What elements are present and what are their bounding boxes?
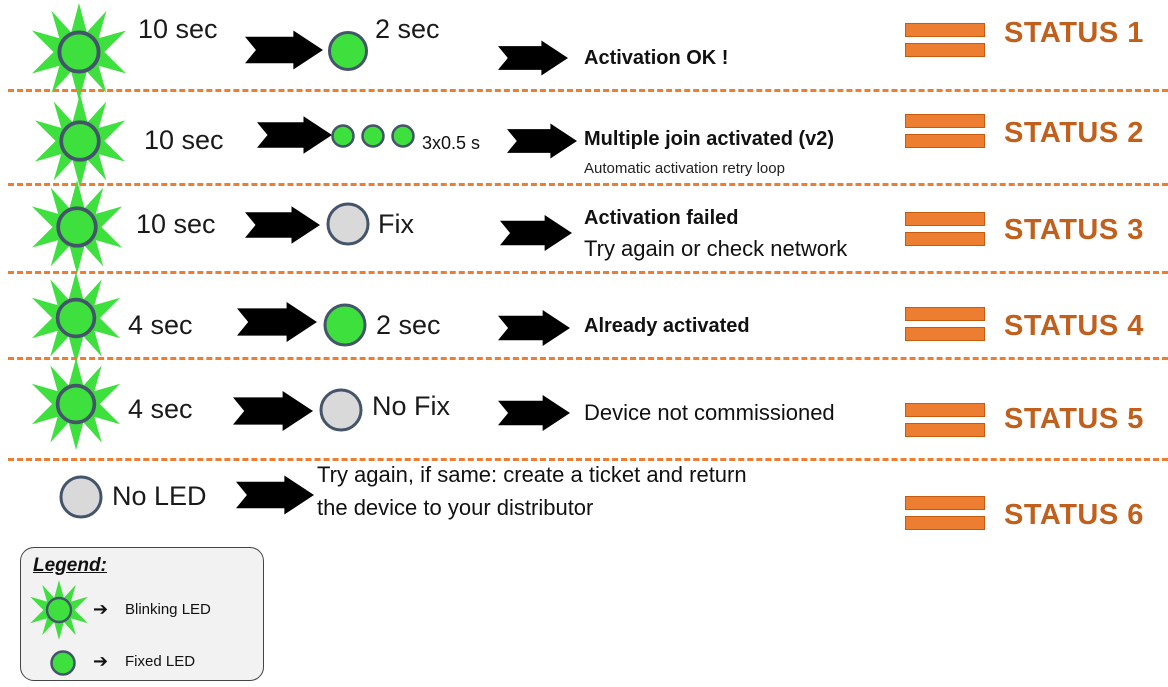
triple-led-icon	[331, 124, 415, 148]
status-message: Device not commissioned	[584, 400, 835, 425]
status-label: STATUS 4	[1004, 310, 1144, 342]
fixed-led-icon	[50, 650, 76, 676]
arrow-icon	[507, 122, 577, 160]
status-row-6: No LED Try again, if same: create a tick…	[0, 459, 1168, 549]
status-submessage: Try again or check network	[584, 236, 848, 261]
status-bar-icon	[905, 307, 985, 349]
row-divider	[8, 89, 1168, 92]
status-label: STATUS 2	[1004, 117, 1144, 149]
arrow-icon	[245, 206, 320, 244]
status-submessage: Automatic activation retry loop	[584, 160, 785, 177]
status-row-1: 10 sec 2 sec Activation OK ! STATUS 1	[0, 0, 1168, 90]
status-submessage: the device to your distributor	[317, 495, 594, 520]
arrow-icon	[498, 394, 570, 432]
arrow-icon	[500, 214, 572, 252]
row-divider	[8, 458, 1168, 461]
legend-title: Legend:	[33, 555, 107, 576]
arrow-icon	[498, 40, 568, 76]
fixed-led-icon	[323, 303, 367, 347]
status-bar-icon	[905, 403, 985, 445]
status-label: STATUS 3	[1004, 214, 1144, 246]
legend-fixed-label: Fixed LED	[125, 653, 196, 670]
arrow-right-icon: ➔	[93, 599, 109, 619]
row-divider	[8, 271, 1168, 274]
blinking-led-icon	[30, 358, 122, 450]
status-bar-icon	[905, 23, 985, 65]
arrow-right-icon: ➔	[93, 651, 109, 671]
blinking-led-icon	[30, 272, 122, 364]
status-message: Activation failed	[584, 207, 739, 229]
fixed-duration: 2 sec	[375, 14, 440, 44]
off-led-icon	[319, 388, 363, 432]
arrow-icon	[245, 30, 323, 70]
blink-duration: 4 sec	[128, 310, 193, 340]
blinking-led-icon	[30, 3, 128, 101]
arrow-icon	[257, 116, 332, 154]
fixed-led-icon	[328, 31, 368, 71]
status-label: STATUS 5	[1004, 403, 1144, 435]
arrow-icon	[233, 391, 313, 431]
status-bar-icon	[905, 114, 985, 156]
status-label: STATUS 6	[1004, 499, 1144, 531]
off-led-icon	[326, 202, 370, 246]
status-row-4: 4 sec 2 sec Already activated STATUS 4	[0, 272, 1168, 362]
row-divider	[8, 183, 1168, 186]
status-message: Activation OK !	[584, 47, 729, 69]
fixed-state: No Fix	[372, 391, 451, 421]
blink-duration: 10 sec	[138, 14, 218, 44]
fixed-state: Fix	[378, 209, 414, 239]
arrow-icon	[237, 302, 317, 342]
status-bar-icon	[905, 496, 985, 538]
status-row-2: 10 sec 3x0.5 s Multiple join activated (…	[0, 90, 1168, 180]
status-message: Already activated	[584, 315, 750, 337]
arrow-icon	[498, 309, 570, 347]
arrow-icon	[236, 475, 314, 515]
fixed-duration: 2 sec	[376, 310, 441, 340]
pulse-duration: 3x0.5 s	[422, 133, 481, 153]
blink-duration: 10 sec	[136, 209, 216, 239]
led-state: No LED	[112, 481, 207, 511]
status-message: Try again, if same: create a ticket and …	[317, 462, 747, 487]
blinking-led-icon	[33, 94, 127, 188]
status-label: STATUS 1	[1004, 17, 1144, 49]
blinking-led-icon	[30, 180, 124, 274]
status-row-3: 10 sec Fix Activation failed Try again o…	[0, 184, 1168, 274]
blink-duration: 10 sec	[144, 125, 224, 155]
off-led-icon	[59, 475, 103, 519]
status-row-5: 4 sec No Fix Device not commissioned STA…	[0, 358, 1168, 448]
legend-box: Legend: ➔ Blinking LED ➔ Fixed LED	[20, 547, 264, 681]
blinking-led-icon	[29, 580, 89, 640]
blink-duration: 4 sec	[128, 394, 193, 424]
status-bar-icon	[905, 212, 985, 254]
legend-blinking-label: Blinking LED	[125, 601, 211, 618]
row-divider	[8, 357, 1168, 360]
status-message: Multiple join activated (v2)	[584, 128, 835, 150]
